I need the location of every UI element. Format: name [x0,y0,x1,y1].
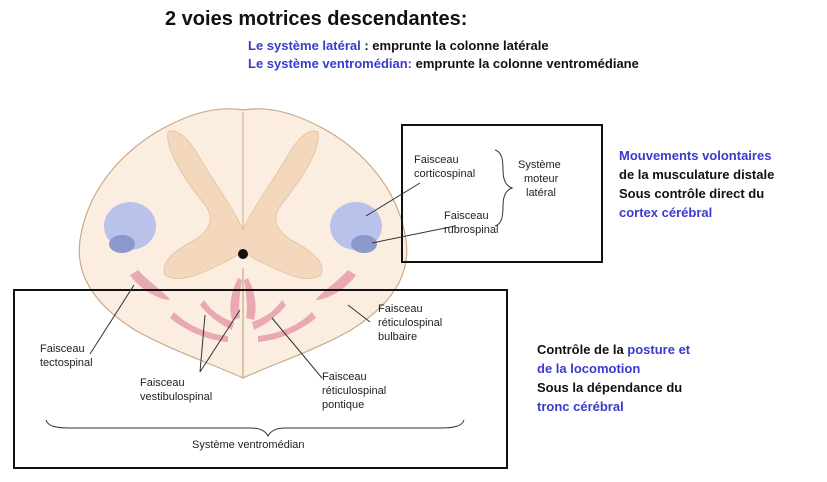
ventro-desc-line-4: tronc cérébral [537,399,624,414]
label-systeme-ventromedian: Système ventromédian [192,439,305,451]
ventromedial-tracts [130,270,356,342]
ventromedian-system-line: Le système ventromédian: emprunte la col… [248,56,639,71]
label-reticulospinal-bulbaire: Faisceau réticulospinal bulbaire [378,303,445,343]
lateral-desc-line-1: Mouvements volontaires [619,148,772,163]
lateral-system-value: emprunte la colonne latérale [372,38,549,53]
lateral-description: Mouvements volontaires de la musculature… [619,146,823,222]
ventro-desc-line-2: de la locomotion [537,361,641,376]
lateral-brace [494,149,514,227]
lateral-system-box [401,124,603,263]
lateral-desc-line-3: Sous contrôle direct du [619,186,765,201]
ventromedian-brace [45,419,465,438]
ventromedian-description: Contrôle de la posture et de la locomoti… [537,340,755,416]
label-rubrospinal: Faisceau rubrospinal [444,210,498,236]
label-pointers [89,182,456,379]
ventro-desc-line-3: Sous la dépendance du [537,380,683,395]
lateral-system-line: Le système latéral : emprunte la colonne… [248,38,549,53]
lateral-system-key: Le système latéral [248,38,361,53]
central-canal [238,249,248,259]
ventro-desc-line-1: Contrôle de la posture et [537,340,755,359]
label-corticospinal: Faisceau corticospinal [414,154,475,180]
ventromedian-system-box [13,289,508,469]
lateral-desc-line-2: de la musculature distale [619,167,775,182]
ventro-desc-line-1b: posture et [627,342,691,357]
rubrospinal-tract-right [351,235,377,253]
ventromedian-system-value: emprunte la colonne ventromédiane [412,56,639,71]
lateral-desc-line-4: cortex cérébral [619,205,713,220]
label-reticulospinal-pontique: Faisceau réticulospinal pontique [322,371,389,411]
ventromedian-system-key: Le système ventromédian: [248,56,413,71]
lateral-system-sep: : [360,38,373,53]
ventro-desc-line-1a: Contrôle de la [537,342,628,357]
page-title: 2 voies motrices descendantes: [165,8,468,30]
label-vestibulospinal: Faisceau vestibulospinal [140,377,212,403]
label-systeme-lateral: Système moteur latéral [518,159,564,199]
rubrospinal-tract-left [109,235,135,253]
label-tectospinal: Faisceau tectospinal [40,343,93,369]
